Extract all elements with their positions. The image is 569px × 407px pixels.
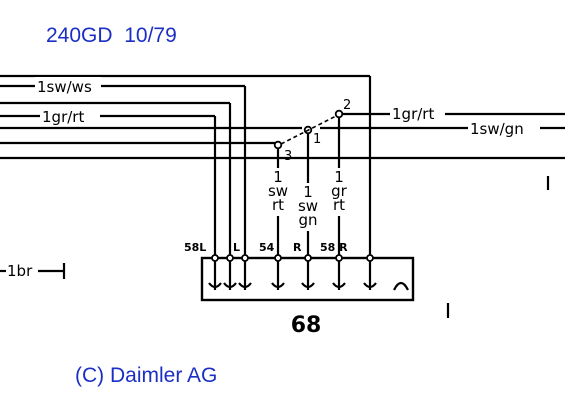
pin-label-l: L xyxy=(233,241,240,254)
switch-terminal-2: 2 xyxy=(343,98,351,113)
wire-gr-rt-left xyxy=(0,101,232,256)
vlabel-c-3: rt xyxy=(333,196,345,214)
vlabel-a-1: 1 xyxy=(273,168,283,186)
vlabel-b-1: 1 xyxy=(303,183,313,201)
wire-label-gr-rt-left: 1gr/rt xyxy=(42,108,84,126)
connector-id: 68 xyxy=(291,313,322,338)
model-year-label: 240GD 10/79 xyxy=(46,24,177,47)
vlabel-b-2: sw xyxy=(298,197,318,215)
wire-label-br: 1br xyxy=(7,262,33,280)
connector-68: 68 xyxy=(200,254,415,338)
wire-label-gr-rt-right: 1gr/rt xyxy=(392,105,434,123)
vlabel-a-2: sw xyxy=(268,182,288,200)
wire-br: 1br xyxy=(0,262,66,280)
switch-terminal-1: 1 xyxy=(313,132,321,147)
pin-label-54: 54 xyxy=(259,241,275,254)
switch-symbol: 3 1 2 xyxy=(273,98,351,256)
wire-sw-ws xyxy=(0,74,372,256)
pin-label-58l: 58L xyxy=(184,241,206,254)
switch-terminal-3: 3 xyxy=(284,149,292,164)
vlabel-b-3: gn xyxy=(298,211,317,229)
vlabel-c-1: 1 xyxy=(334,168,344,186)
wire-label-sw-gn: 1sw/gn xyxy=(470,120,524,138)
wire-bus xyxy=(0,112,565,160)
copyright-label: (C) Daimler AG xyxy=(75,364,218,387)
pin-label-58r: 58 R xyxy=(320,241,348,254)
wire-label-sw-ws: 1sw/ws xyxy=(37,78,92,96)
vlabel-a-3: rt xyxy=(272,196,284,214)
pin-label-r: R xyxy=(293,241,302,254)
vlabel-c-2: gr xyxy=(331,182,348,200)
